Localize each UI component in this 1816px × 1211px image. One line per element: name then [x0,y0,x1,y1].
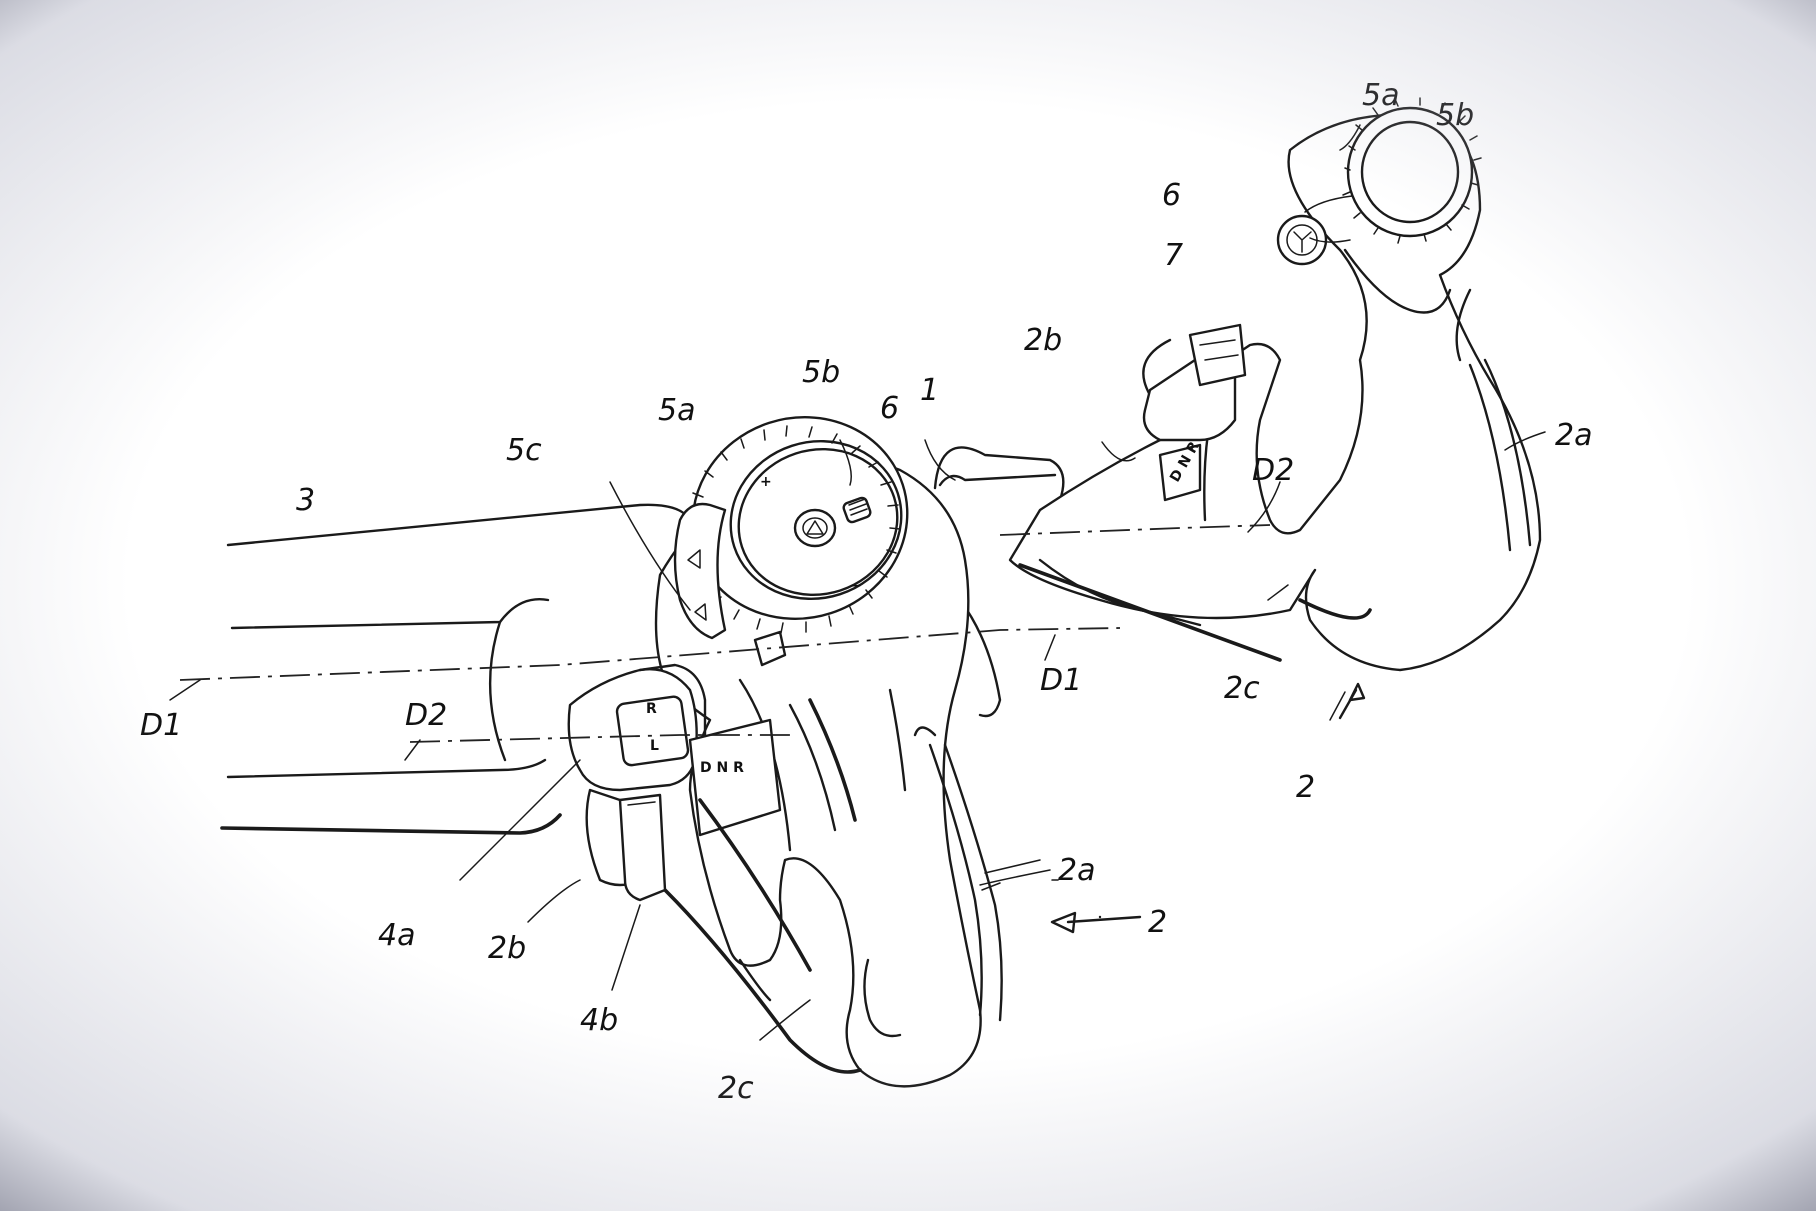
label-2-right: 2 [1296,770,1315,805]
label-2a-right: 2a [1555,418,1592,453]
label-4b: 4b [580,1003,618,1038]
label-7: 7 [1164,238,1183,273]
label-2c-left: 2c [718,1071,754,1106]
label-2c-right: 2c [1224,671,1260,706]
label-2-left: 2 [1148,905,1167,940]
label-d2-right: D2 [1252,453,1294,488]
label-5a-left: 5a [658,393,695,428]
plus-symbol: + [760,474,772,490]
label-2a-left: 2a [1058,853,1095,888]
label-6-left: 6 [880,391,899,426]
ref-arrows [1050,682,1366,934]
l-symbol: L [650,738,659,754]
dnr-left-symbol: D N R [700,760,744,776]
label-6-right: 6 [1162,178,1181,213]
label-5c: 5c [506,433,542,468]
label-d2-left: D2 [405,698,447,733]
r-symbol: R [646,701,657,717]
label-5b-right: 5b [1436,98,1474,133]
label-d1-left: D1 [140,708,182,743]
label-5a-right: 5a [1362,78,1399,113]
label-2b-left: 2b [488,931,526,966]
label-5b-left: 5b [802,355,840,390]
label-d1-right: D1 [1040,663,1082,698]
right-grip [1008,97,1542,672]
label-1: 1 [920,373,939,408]
label-2b-right: 2b [1024,323,1062,358]
label-3: 3 [296,483,315,518]
label-4a: 4a [378,918,415,953]
minus-symbol: − [850,578,862,594]
